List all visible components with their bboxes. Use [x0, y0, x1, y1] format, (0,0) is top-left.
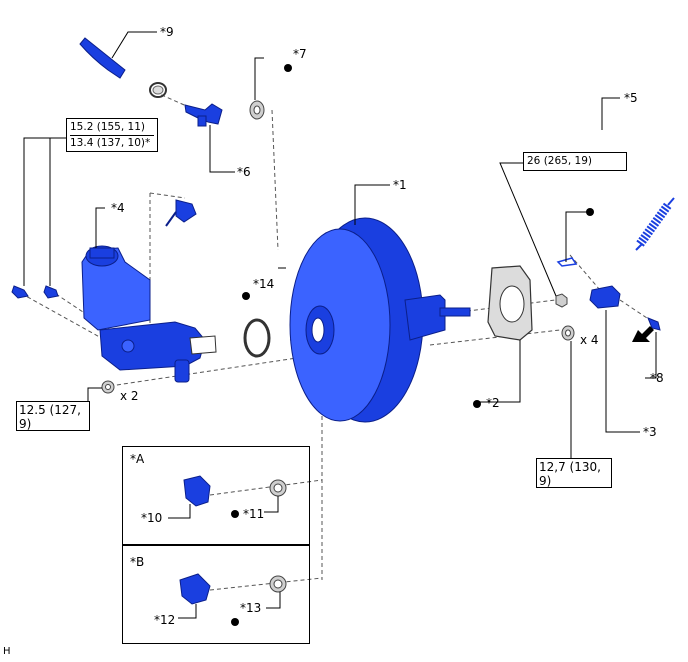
- sensor-a: [183, 475, 211, 507]
- clevis-pin: [647, 317, 661, 331]
- label-part-14: *14: [253, 277, 274, 291]
- master-cylinder-nut: [101, 380, 115, 394]
- label-part-2: *2: [486, 396, 500, 410]
- clip: [556, 257, 578, 267]
- return-spring: [635, 197, 675, 251]
- qty-master-cylinder-nuts: x 2: [120, 389, 139, 403]
- clevis-nut: [555, 293, 568, 308]
- label-part-6: *6: [237, 165, 251, 179]
- inset-a-frame: [122, 446, 310, 546]
- bullet-dot: [473, 400, 481, 408]
- booster-gasket: [487, 265, 533, 341]
- label-part-5: *5: [624, 91, 638, 105]
- inset-b-title: *B: [130, 555, 144, 569]
- bullet-dot: [586, 208, 594, 216]
- check-valve: [184, 103, 223, 127]
- bullet-dot: [242, 292, 250, 300]
- bullet-dots: [231, 64, 594, 626]
- master-cylinder: [81, 245, 217, 383]
- label-part-13: *13: [240, 601, 261, 615]
- bullet-dot: [231, 618, 239, 626]
- vacuum-hose: [79, 37, 126, 79]
- torque-box-clevis-nut: 26 (265, 19): [523, 152, 627, 171]
- corner-code: H: [3, 646, 11, 657]
- label-part-4: *4: [111, 201, 125, 215]
- sensor-b-seal: [269, 575, 287, 593]
- grommet: [249, 100, 265, 120]
- sensor-b: [179, 573, 211, 605]
- label-part-9: *9: [160, 25, 174, 39]
- bullet-dot: [284, 64, 292, 72]
- fitting-right: [43, 285, 59, 299]
- label-part-1: *1: [393, 178, 407, 192]
- reservoir-connector: [165, 199, 197, 227]
- torque-box-fittings: 15.2 (155, 11) 13.4 (137, 10)*: [66, 118, 158, 153]
- booster-nut: [561, 325, 575, 341]
- sensor-a-seal: [269, 479, 287, 497]
- bullet-dot: [231, 510, 239, 518]
- label-part-3: *3: [643, 425, 657, 439]
- label-part-8: *8: [650, 371, 664, 385]
- push-rod-clevis: [589, 285, 621, 309]
- torque-booster-nut: 12,7 (130, 9): [539, 460, 601, 488]
- fitting-left: [11, 285, 29, 299]
- label-part-10: *10: [141, 511, 162, 525]
- torque-clevis-nut: 26 (265, 19): [527, 155, 592, 167]
- torque-fitting-a: 15.2 (155, 11): [70, 121, 145, 133]
- o-ring: [243, 318, 271, 358]
- leader-lines: [23, 31, 657, 619]
- torque-box-booster-nut: 12,7 (130, 9): [536, 458, 612, 488]
- label-part-7: *7: [293, 47, 307, 61]
- qty-booster-nuts: x 4: [580, 333, 599, 347]
- hose-clamp: [149, 82, 167, 98]
- torque-fitting-b: 13.4 (137, 10)*: [70, 134, 154, 150]
- label-part-12: *12: [154, 613, 175, 627]
- brake-booster: [289, 217, 471, 423]
- torque-box-master-cylinder-nut: 12.5 (127, 9): [16, 401, 90, 431]
- inset-b-frame: [122, 544, 310, 644]
- inset-a-title: *A: [130, 452, 145, 466]
- direction-arrow: [632, 326, 654, 342]
- torque-master-cylinder-nut: 12.5 (127, 9): [19, 403, 81, 431]
- label-part-11: *11: [243, 507, 264, 521]
